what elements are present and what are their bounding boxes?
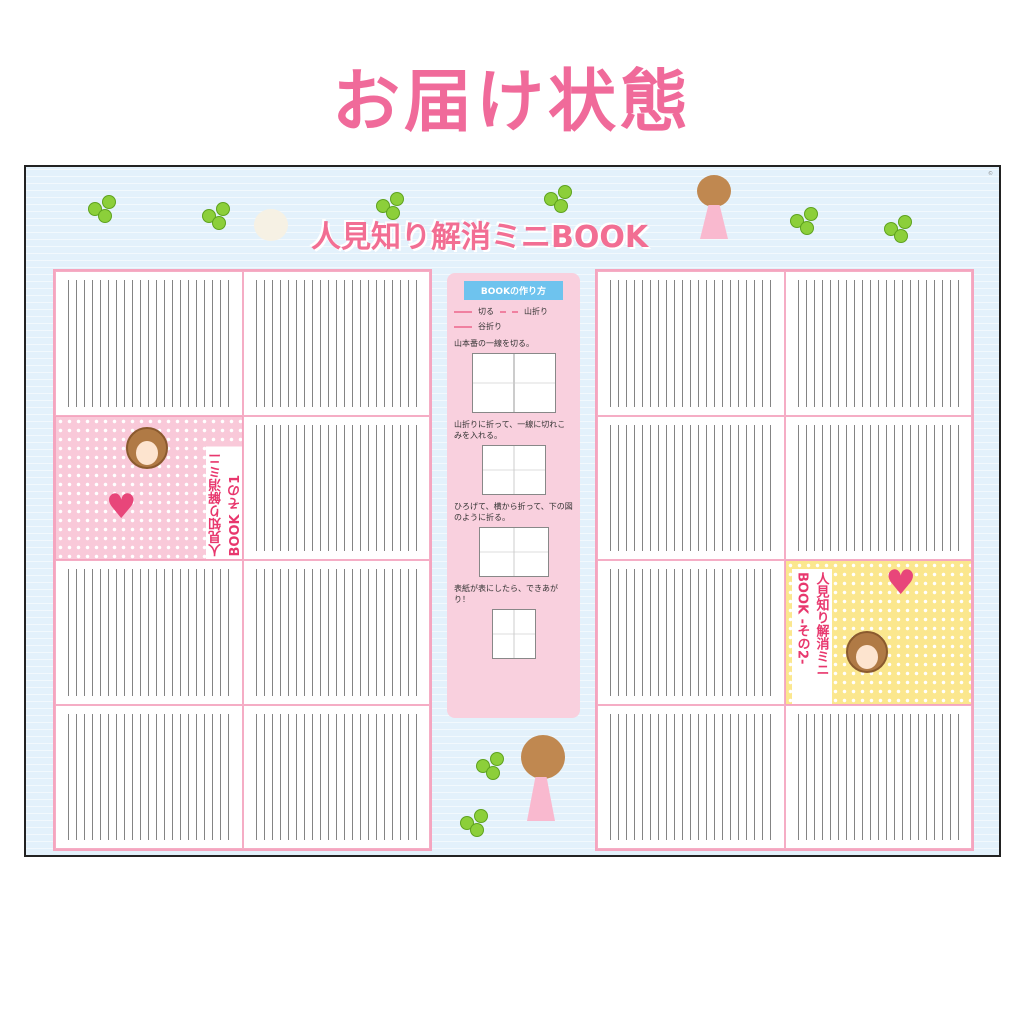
text-panel bbox=[242, 415, 430, 560]
text-panel bbox=[784, 271, 972, 416]
text-panel bbox=[597, 560, 785, 705]
fold-illustration bbox=[481, 445, 546, 495]
text-panel bbox=[597, 704, 785, 849]
text-panel bbox=[55, 560, 243, 705]
right-page: 人見知り解消ミニBOOK -その2- ♥ bbox=[595, 269, 974, 851]
mountain-fold-icon bbox=[500, 310, 518, 313]
left-page: ♥ 人見知り解消ミニBOOK その1 bbox=[53, 269, 432, 851]
text-panel bbox=[55, 704, 243, 849]
text-panel bbox=[597, 271, 785, 416]
howto-panel: BOOKの作り方 切る 山折り 谷折り 山本番の一線を切る。 山折りに折って、一… bbox=[447, 273, 580, 718]
heart-icon: ♥ bbox=[106, 486, 137, 527]
text-panel bbox=[242, 560, 430, 705]
clover-icon bbox=[544, 185, 572, 213]
text-panel bbox=[242, 704, 430, 849]
cut-line-icon bbox=[454, 310, 472, 313]
step-text: 表紙が表にしたら、できあがり！ bbox=[454, 584, 558, 604]
clover-icon bbox=[884, 215, 912, 243]
step-text: 山折りに折って、一線に切れこみを入れる。 bbox=[454, 420, 566, 440]
girl-character bbox=[694, 175, 734, 245]
book-title: 人見知り解消ミニBOOK bbox=[311, 220, 649, 255]
clover-icon bbox=[790, 207, 818, 235]
cover-panel-1: ♥ 人見知り解消ミニBOOK その1 bbox=[55, 415, 243, 560]
step-text: ひろげて、横から折って、下の図のように折る。 bbox=[454, 502, 573, 522]
credit-mark: © bbox=[988, 171, 993, 177]
finished-book-illustration bbox=[491, 609, 536, 659]
sheet-illustration bbox=[471, 353, 556, 413]
clover-icon bbox=[202, 202, 230, 230]
girl-illustration bbox=[126, 426, 168, 469]
text-panel bbox=[55, 271, 243, 416]
girl-character bbox=[521, 735, 565, 835]
legend-row: 切る 山折り bbox=[454, 306, 573, 317]
cover-title: 人見知り解消ミニBOOK その1 bbox=[206, 446, 242, 559]
cover-title: 人見知り解消ミニBOOK -その2- bbox=[791, 569, 832, 704]
clover-icon bbox=[476, 752, 504, 780]
clover-icon bbox=[88, 195, 116, 223]
step-text: 山本番の一線を切る。 bbox=[454, 339, 534, 348]
text-panel bbox=[784, 704, 972, 849]
booklet-illustration bbox=[478, 527, 549, 577]
legend-cut: 切る bbox=[478, 307, 494, 316]
text-panel bbox=[242, 271, 430, 416]
legend-valley: 谷折り bbox=[478, 322, 502, 331]
text-panel bbox=[784, 415, 972, 560]
text-panel bbox=[597, 415, 785, 560]
legend-row: 谷折り bbox=[454, 321, 573, 332]
heart-icon: ♥ bbox=[885, 563, 916, 603]
cat-character bbox=[251, 209, 291, 279]
mini-book-sheet: © 人見知り解消ミニBOOK ♥ 人見知り解消ミニBOOK その1 BOOKの作… bbox=[24, 165, 1001, 857]
page-heading: お届け状態 bbox=[331, 63, 692, 142]
clover-icon bbox=[460, 809, 488, 837]
valley-fold-icon bbox=[454, 325, 472, 328]
girl-illustration bbox=[845, 631, 888, 673]
cover-panel-2: 人見知り解消ミニBOOK -その2- ♥ bbox=[784, 560, 972, 705]
clover-icon bbox=[376, 192, 404, 220]
legend-mountain: 山折り bbox=[524, 307, 548, 316]
howto-title: BOOKの作り方 bbox=[464, 281, 563, 300]
